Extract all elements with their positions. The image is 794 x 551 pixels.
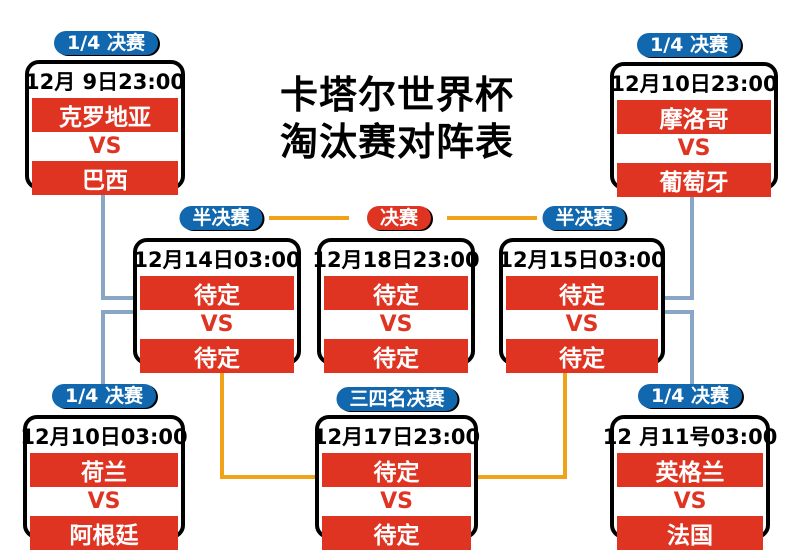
match-card-semifinal-1: 12月14日03:00 待定 VS 待定 <box>133 238 301 373</box>
stage-badge-quarterfinal-1: 1/4 决赛 <box>54 31 158 55</box>
team-bar-away: 待定 <box>324 339 468 373</box>
team-bar-home: 待定 <box>322 453 471 487</box>
connector-qf2-to-sf2-vertical <box>690 190 694 300</box>
team-bar-away: 阿根廷 <box>30 516 178 550</box>
match-card-quarterfinal-3: 12月10日03:00 荷兰 VS 阿根廷 <box>20 415 188 550</box>
connector-qf4-to-sf2-vertical <box>690 310 694 384</box>
team-bar-home: 摩洛哥 <box>617 100 771 134</box>
team-bar-home: 待定 <box>140 276 294 310</box>
title-line-2: 淘汰赛对阵表 <box>279 120 514 164</box>
match-card-final: 12月18日23:00 待定 VS 待定 <box>312 238 480 373</box>
connector-qf1-to-sf1-horizontal <box>101 296 135 300</box>
connector-sf2-to-third-horizontal <box>476 475 565 479</box>
connector-qf4-to-sf2-horizontal <box>661 310 694 314</box>
match-datetime: 12月18日23:00 <box>312 248 480 272</box>
stage-badge-third-place: 三四名决赛 <box>336 387 458 411</box>
match-datetime: 12月 9日23:00 <box>25 70 185 94</box>
team-bar-home: 待定 <box>506 276 658 310</box>
vs-label: VS <box>87 489 121 514</box>
team-bar-home: 荷兰 <box>30 453 178 487</box>
team-bar-away: 巴西 <box>32 161 178 195</box>
match-datetime: 12 月11号03:00 <box>602 425 778 449</box>
match-datetime: 12月14日03:00 <box>133 248 301 272</box>
vs-label: VS <box>565 312 599 337</box>
team-bar-home: 英格兰 <box>617 453 763 487</box>
connector-qf1-to-sf1-vertical <box>101 190 105 300</box>
stage-badge-quarterfinal-4: 1/4 决赛 <box>638 384 742 408</box>
match-datetime: 12月10日23:00 <box>610 72 778 96</box>
match-card-semifinal-2: 12月15日03:00 待定 VS 待定 <box>498 238 666 373</box>
connector-qf3-to-sf1-horizontal <box>101 310 135 314</box>
team-bar-away: 葡萄牙 <box>617 163 771 197</box>
vs-label: VS <box>88 134 122 159</box>
match-datetime: 12月10日03:00 <box>20 425 188 449</box>
vs-label: VS <box>200 312 234 337</box>
vs-label: VS <box>673 489 707 514</box>
match-card-quarterfinal-4: 12 月11号03:00 英格兰 VS 法国 <box>602 415 778 550</box>
vs-label: VS <box>677 136 711 161</box>
vs-label: VS <box>380 489 413 514</box>
connector-sf2-to-third-vertical <box>563 363 567 479</box>
connector-sf1-to-third-vertical <box>220 363 224 479</box>
team-bar-away: 待定 <box>322 516 471 550</box>
stage-badge-quarterfinal-3: 1/4 决赛 <box>52 384 156 408</box>
connector-qf2-to-sf2-horizontal <box>661 296 694 300</box>
team-bar-home: 克罗地亚 <box>32 98 178 132</box>
stage-badge-final: 决赛 <box>366 206 432 230</box>
title-line-1: 卡塔尔世界杯 <box>279 73 514 117</box>
connector-sf2-to-final <box>447 216 537 220</box>
match-datetime: 12月17日23:00 <box>312 425 481 449</box>
team-bar-away: 待定 <box>506 339 658 373</box>
stage-badge-quarterfinal-2: 1/4 决赛 <box>637 33 741 57</box>
page-title: 卡塔尔世界杯 淘汰赛对阵表 <box>0 72 794 166</box>
match-card-quarterfinal-2: 12月10日23:00 摩洛哥 VS 葡萄牙 <box>610 62 778 197</box>
connector-sf1-to-final <box>269 216 349 220</box>
connector-qf3-to-sf1-vertical <box>101 310 105 384</box>
team-bar-away: 待定 <box>140 339 294 373</box>
team-bar-away: 法国 <box>617 516 763 550</box>
stage-badge-semifinal-2: 半决赛 <box>542 206 626 230</box>
match-datetime: 12月15日03:00 <box>498 248 666 272</box>
vs-label: VS <box>379 312 413 337</box>
stage-badge-semifinal-1: 半决赛 <box>179 206 263 230</box>
match-card-quarterfinal-1: 12月 9日23:00 克罗地亚 VS 巴西 <box>25 60 185 195</box>
team-bar-home: 待定 <box>324 276 468 310</box>
match-card-third-place: 12月17日23:00 待定 VS 待定 <box>312 415 481 550</box>
connector-sf1-to-third-horizontal <box>220 475 317 479</box>
